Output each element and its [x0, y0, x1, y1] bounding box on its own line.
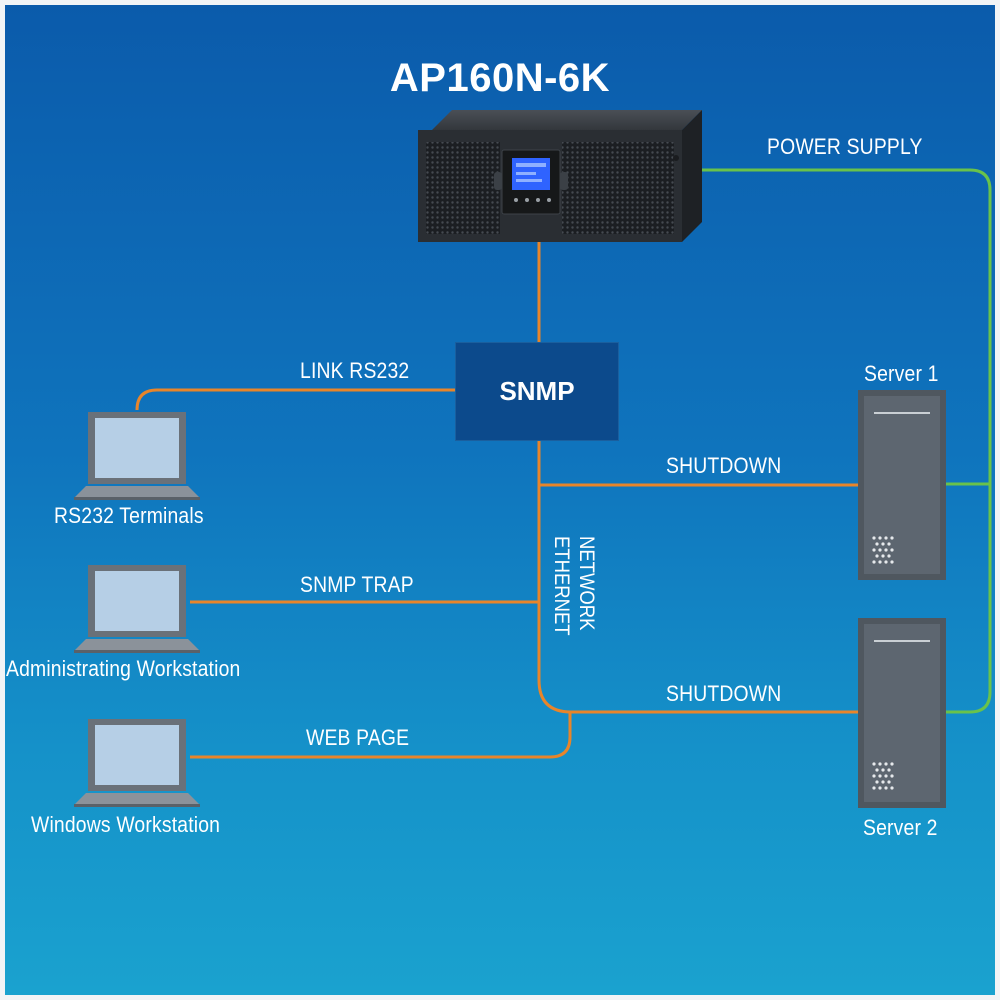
server-2-icon: [858, 618, 946, 808]
shutdown-1-label: SHUTDOWN: [666, 453, 782, 478]
ups-unit: [418, 110, 702, 242]
admin-workstation-label: Administrating Workstation: [6, 656, 241, 681]
windows-workstation-label: Windows Workstation: [31, 812, 221, 837]
diagram-title: AP160N-6K: [389, 56, 611, 100]
server-2-label: Server 2: [863, 815, 938, 840]
snmp-box: SNMP: [455, 342, 619, 441]
laptop-icon: [74, 565, 200, 653]
ethernet-label: ETHERNET: [550, 536, 573, 636]
laptop-icon: [74, 412, 200, 500]
ethernet-lines: [135, 225, 858, 759]
network-label: NETWORK: [575, 536, 598, 631]
link-rs232-label: LINK RS232: [300, 358, 410, 383]
snmp-trap-label: SNMP TRAP: [300, 572, 414, 597]
link-rs232-line: [135, 388, 455, 411]
power-supply-line: [700, 168, 992, 714]
snmp-label: SNMP: [499, 376, 575, 406]
rs232-terminals-label: RS232 Terminals: [54, 503, 204, 528]
server-1-icon: [858, 390, 946, 580]
ethernet-trunk-line: [537, 441, 858, 714]
web-page-label: WEB PAGE: [306, 725, 410, 750]
power-supply-label: POWER SUPPLY: [767, 134, 923, 159]
web-page-line: [190, 712, 572, 759]
laptop-icon: [74, 719, 200, 807]
server-1-label: Server 1: [864, 361, 939, 386]
shutdown-2-label: SHUTDOWN: [666, 681, 782, 706]
